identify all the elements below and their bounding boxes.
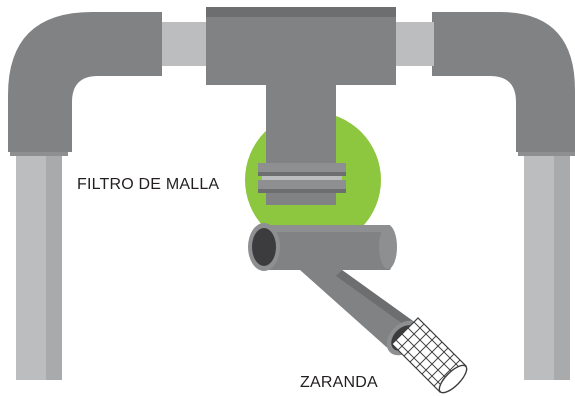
sieve-label: ZARANDA xyxy=(300,374,378,391)
right-riser-pipe xyxy=(518,150,575,380)
mesh-filter-label: FILTRO DE MALLA xyxy=(77,176,220,193)
right-elbow-pipe xyxy=(432,12,575,152)
mesh-filter-icon xyxy=(258,163,346,193)
left-riser-pipe xyxy=(10,150,68,380)
right-coupling xyxy=(396,22,434,66)
left-elbow-pipe xyxy=(8,12,162,152)
sieve-screen-icon xyxy=(391,317,468,394)
left-coupling xyxy=(162,22,206,66)
